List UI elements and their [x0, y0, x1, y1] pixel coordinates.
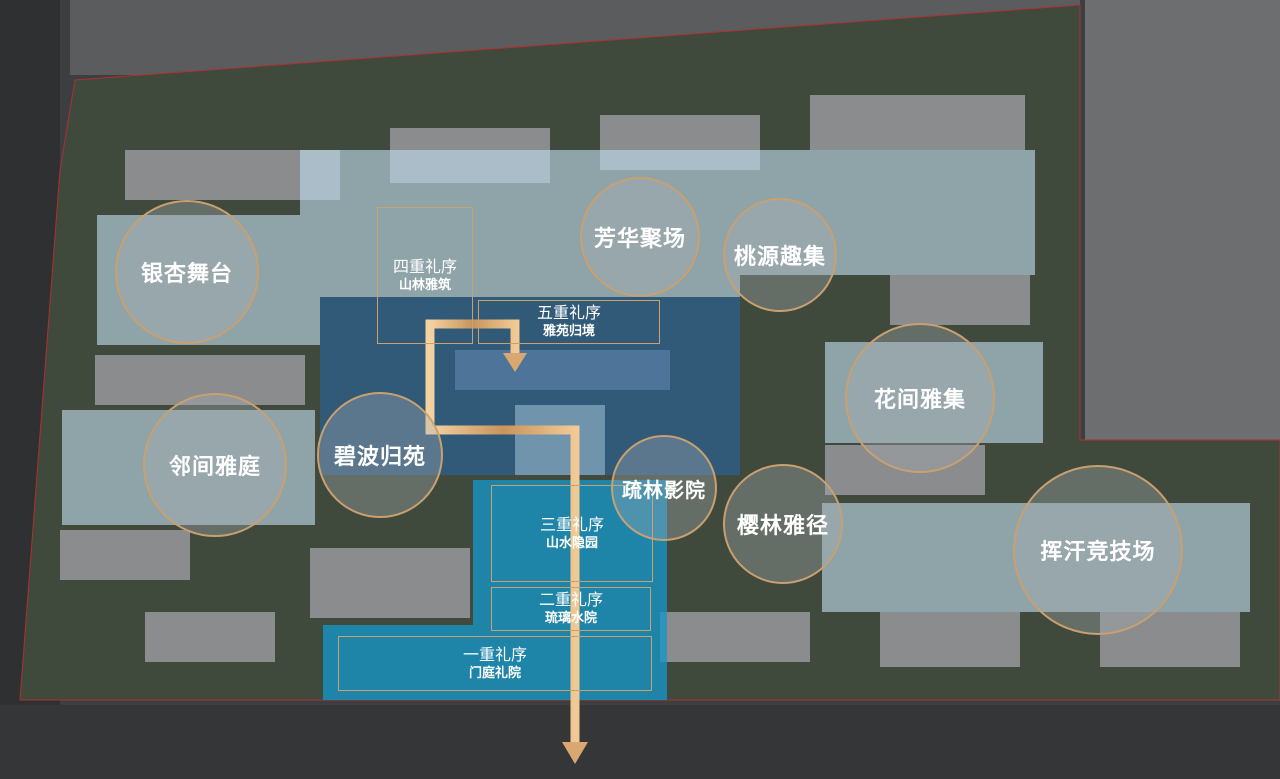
adjacent-lot	[1085, 0, 1280, 440]
sequence-title: 二重礼序	[538, 590, 603, 609]
zone-shulin[interactable]: 疏林影院	[611, 435, 717, 541]
sequence-subtitle: 山林雅筑	[398, 277, 451, 293]
route-arrowhead-south	[562, 742, 588, 764]
zone-yinxing[interactable]: 银杏舞台	[115, 200, 259, 344]
bright-blue-zone	[323, 480, 667, 700]
sequence-subtitle: 山水隐园	[545, 535, 598, 551]
sequence-title: 一重礼序	[462, 644, 527, 664]
sequence-3: 三重礼序山水隐园	[491, 485, 653, 582]
road-south	[0, 705, 1280, 779]
sequence-title: 五重礼序	[536, 303, 601, 322]
sequence-title: 四重礼序	[392, 256, 457, 276]
zone-taoyuan[interactable]: 桃源趣集	[723, 198, 837, 312]
sequence-subtitle: 雅苑归境	[542, 324, 595, 339]
sequence-subtitle: 门庭礼院	[468, 665, 521, 681]
sequence-2: 二重礼序琉璃水院	[491, 587, 651, 631]
zone-linjian[interactable]: 邻间雅庭	[143, 393, 287, 537]
zone-yinglin[interactable]: 樱林雅径	[723, 464, 843, 584]
sequence-1: 一重礼序门庭礼院	[338, 636, 652, 691]
sequence-title: 三重礼序	[539, 514, 604, 534]
zone-huajian[interactable]: 花间雅集	[845, 323, 995, 473]
zone-bibo[interactable]: 碧波归苑	[317, 392, 443, 518]
route-arrowhead-north	[503, 353, 527, 372]
sequence-subtitle: 琉璃水院	[544, 611, 597, 626]
sequence-4: 四重礼序山林雅筑	[377, 207, 473, 344]
sequence-5: 五重礼序雅苑归境	[478, 300, 660, 344]
zone-huihan[interactable]: 挥汗竞技场	[1013, 465, 1183, 635]
zone-fanghua[interactable]: 芳华聚场	[580, 177, 700, 297]
